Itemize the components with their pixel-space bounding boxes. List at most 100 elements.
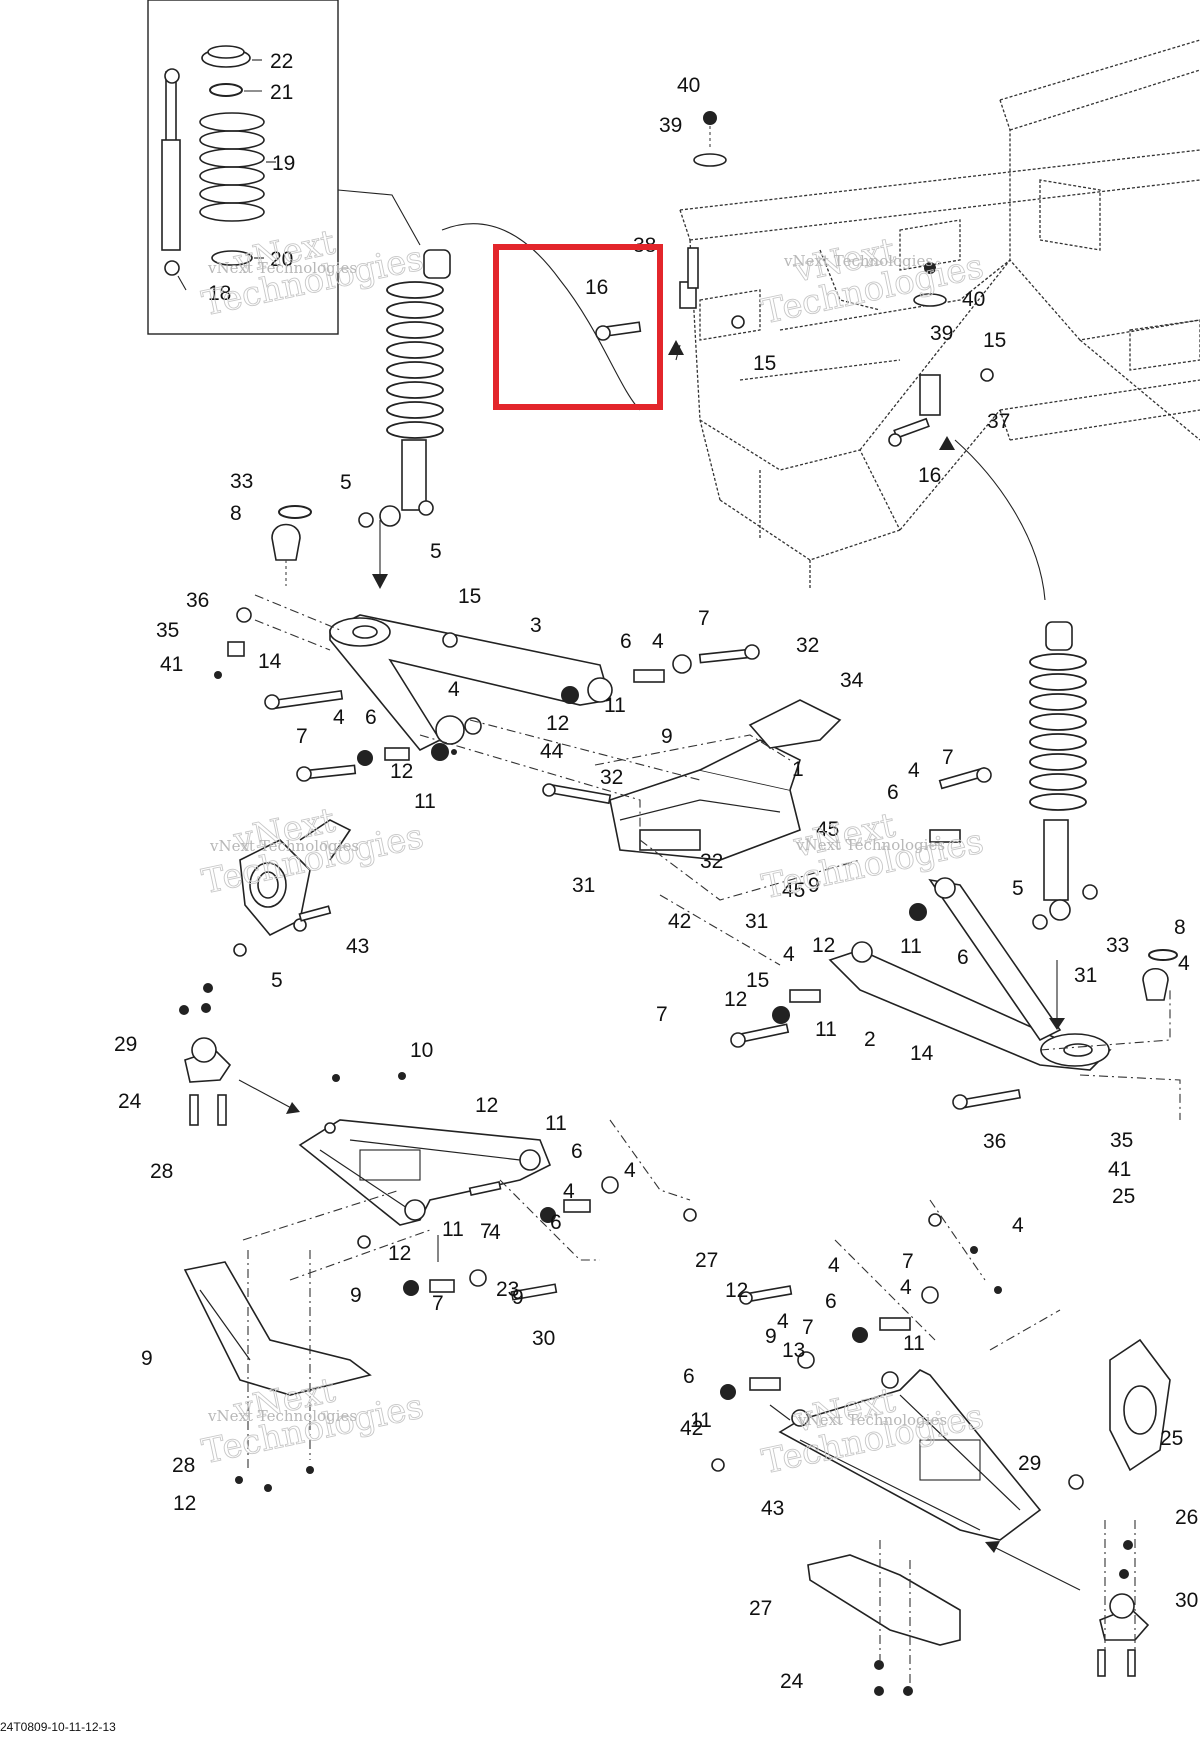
part-callout: 11: [442, 1218, 464, 1241]
shock-inset: 22 21 19 20 18: [147, 0, 339, 335]
part-callout: 5: [271, 969, 283, 992]
part-callout: 35: [156, 619, 179, 642]
vehicle-frame: [679, 39, 1200, 590]
lower-right-a-arm: [772, 877, 1112, 1071]
part-callout: 41: [1108, 1158, 1131, 1181]
part-callout: 6: [620, 630, 632, 653]
part-callout: 39: [659, 114, 682, 137]
part-callout: 6: [571, 1140, 583, 1163]
watermark-small-1: vNext Technologies: [207, 259, 357, 277]
part-callout: 31: [1074, 964, 1097, 987]
part-callout: 9: [808, 874, 820, 897]
part-callout: 3: [530, 614, 542, 637]
part-callout: 9: [661, 725, 673, 748]
part-callout: 16: [918, 464, 941, 487]
part-callout: 28: [172, 1454, 195, 1477]
part-callout: 8: [1174, 916, 1186, 939]
upper-left-a-arm: [329, 614, 613, 761]
part-callout: 11: [900, 935, 922, 958]
part-callout: 4: [1178, 952, 1190, 975]
part-callout: 2: [864, 1028, 876, 1051]
ball-joint-29-left: [179, 983, 232, 1126]
part-callout: 24: [780, 1670, 804, 1693]
part-callout: 4: [489, 1221, 501, 1244]
part-callout: 4: [908, 759, 920, 782]
part-callout: 7: [296, 725, 308, 748]
part-callout: 25: [1112, 1185, 1135, 1208]
inset-callout-19: 19: [272, 152, 295, 175]
part-callout: 42: [668, 910, 691, 933]
part-callout: 4: [900, 1276, 912, 1299]
part-callout: 31: [572, 874, 595, 897]
part-callout: 11: [690, 1409, 712, 1432]
part-callout: 43: [346, 935, 369, 958]
center-bracket: [609, 739, 801, 861]
inset-callout-21: 21: [270, 81, 293, 104]
part-callout: 12: [725, 1279, 748, 1302]
part-callout: 16: [585, 276, 608, 299]
reference-code: 24T0809-10-11-12-13: [0, 1720, 116, 1734]
part-callout: 15: [983, 329, 1006, 352]
part-callout: 6: [550, 1211, 562, 1234]
part-callout: 6: [825, 1290, 837, 1313]
part-callout: 5: [430, 540, 442, 563]
part-callout: 4: [563, 1180, 575, 1203]
part-callout: 15: [746, 969, 769, 992]
part-callout: 4: [652, 630, 664, 653]
part-callout: 29: [1018, 1452, 1041, 1475]
part-callout: 31: [745, 910, 768, 933]
part-callout: 35: [1110, 1129, 1133, 1152]
part-callout: 12: [475, 1094, 498, 1117]
part-callout: 23: [496, 1278, 519, 1301]
part-callout: 1: [792, 758, 804, 781]
part-callout: 11: [815, 1018, 837, 1041]
part-callout: 9: [350, 1284, 362, 1307]
part-callout: 30: [532, 1327, 555, 1350]
lower-right-arm-13: [778, 1369, 1042, 1541]
part-callout: 45: [816, 818, 839, 841]
part-callout: 11: [604, 694, 626, 717]
part-callout: 4: [1012, 1214, 1024, 1237]
part-callout: 28: [150, 1160, 173, 1183]
watermark-small-2: vNext Technologies: [783, 252, 933, 270]
bolt-16-highlighted: [595, 321, 642, 341]
part-callout: 7: [902, 1250, 914, 1273]
part-callout: 43: [761, 1497, 784, 1520]
part-callout: 24: [118, 1090, 142, 1113]
part-callout: 12: [812, 934, 835, 957]
assembly-lines: [242, 594, 1181, 1690]
right-shock-absorber: [1029, 621, 1098, 930]
part-callout: 4: [783, 943, 795, 966]
part-callout: 36: [186, 589, 209, 612]
inset-callout-18: 18: [208, 282, 231, 305]
part-callout: 15: [753, 352, 776, 375]
part-callout: 15: [458, 585, 481, 608]
part-callout: 7: [698, 607, 710, 630]
part-callout: 45: [782, 879, 805, 902]
part-callout: 7: [656, 1003, 668, 1026]
part-callout: 7: [802, 1316, 814, 1339]
part-callout: 4: [333, 706, 345, 729]
shock-mount-brackets: [679, 111, 994, 416]
part-callout: 30: [1175, 1589, 1198, 1612]
part-callout: 12: [724, 988, 747, 1011]
part-callout: 12: [546, 712, 569, 735]
assembly-arrows: [238, 340, 1081, 1591]
watermark-small-4: vNext Technologies: [795, 836, 945, 854]
part-callout: 8: [230, 502, 242, 525]
steering-knuckle-right: [1068, 1338, 1171, 1490]
part-callout: 12: [173, 1492, 196, 1515]
steering-knuckle-left: [233, 819, 352, 957]
part-callout: 9: [141, 1347, 153, 1370]
lower-left-a-arm: [298, 1119, 552, 1226]
part-callout: 5: [340, 471, 352, 494]
watermark-small-6: vNext Technologies: [797, 1411, 947, 1429]
watermark-small-3: vNext Technologies: [209, 837, 359, 855]
part-callout: 12: [388, 1242, 411, 1265]
part-callout: 10: [410, 1039, 433, 1062]
inset-callout-22: 22: [270, 50, 293, 73]
part-callout: 32: [600, 766, 623, 789]
part-callout: 44: [540, 740, 564, 763]
